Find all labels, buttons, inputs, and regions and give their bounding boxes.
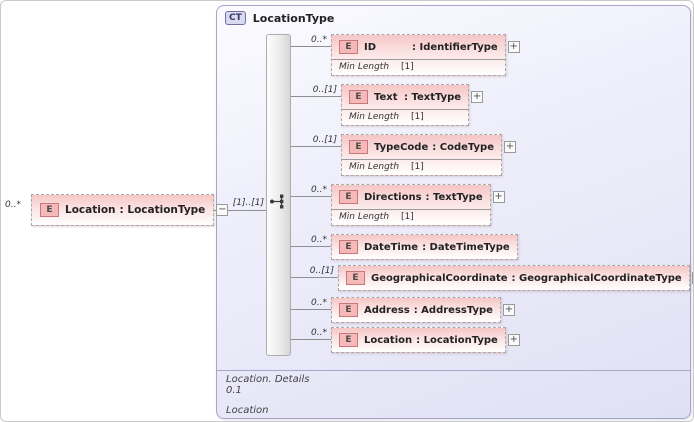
- element-row-datetime: E DateTime : DateTimeType: [331, 234, 518, 260]
- element-type: : TextType: [425, 191, 483, 203]
- element-row-address: E Address : AddressType +: [331, 297, 515, 323]
- element-type: : AddressType: [413, 304, 493, 316]
- element-type: : GeographicalCoordinateType: [511, 272, 682, 284]
- footer-divider: [217, 370, 690, 371]
- expand-icon[interactable]: +: [507, 41, 520, 53]
- element-icon: E: [339, 240, 358, 254]
- connector-line: [291, 277, 340, 278]
- cardinality-label: 0..[1]: [312, 85, 337, 95]
- element-card-id[interactable]: E ID : IdentifierType Min Length [1]: [331, 34, 506, 76]
- cardinality-label: 0..[1]: [312, 135, 337, 145]
- element-row-typecode: E TypeCode : CodeType Min Length [1] +: [341, 134, 516, 176]
- element-name: Address: [364, 304, 410, 316]
- sequence-icon[interactable]: [269, 194, 289, 209]
- facet-name: Min Length: [349, 162, 400, 172]
- element-card-datetime[interactable]: E DateTime : DateTimeType: [331, 234, 518, 260]
- cardinality-label: 0..*: [311, 328, 327, 338]
- connector-line: [291, 309, 333, 310]
- facet-value: [1]: [401, 62, 414, 72]
- element-row-text: E Text : TextType Min Length [1] +: [341, 84, 484, 126]
- facet-row: Min Length [1]: [332, 209, 490, 225]
- element-icon: E: [339, 40, 358, 54]
- footer-annotation-title: Location. Details: [226, 374, 310, 385]
- facet-row: Min Length [1]: [342, 109, 469, 125]
- facet-name: Min Length: [349, 112, 400, 122]
- element-name: GeographicalCoordinate: [371, 272, 508, 284]
- connector-line: [199, 210, 266, 211]
- connector-line: [291, 96, 343, 97]
- connector-line: [291, 196, 333, 197]
- expand-icon[interactable]: +: [691, 272, 693, 284]
- cardinality-label: 0..*: [311, 185, 327, 195]
- sequence-compositor-bar: [266, 34, 291, 356]
- element-icon: E: [346, 271, 365, 285]
- element-card-location-root[interactable]: E Location : LocationType: [31, 194, 215, 226]
- cardinality-label: 0..[1]: [309, 266, 334, 276]
- element-type: : TextType: [404, 91, 462, 103]
- element-icon: E: [339, 333, 358, 347]
- complex-type-title: LocationType: [252, 11, 335, 25]
- element-row-directions: E Directions : TextType Min Length [1] +: [331, 184, 505, 226]
- cardinality-label: 0..*: [311, 235, 327, 245]
- cardinality-label: 0..*: [311, 298, 327, 308]
- connector-line: [291, 146, 343, 147]
- element-icon: E: [40, 203, 59, 217]
- element-card-text[interactable]: E Text : TextType Min Length [1]: [341, 84, 470, 126]
- element-type: : LocationType: [416, 334, 498, 346]
- footer-annotation-version: 0.1: [226, 385, 242, 396]
- element-icon: E: [339, 303, 358, 317]
- element-card-typecode[interactable]: E TypeCode : CodeType Min Length [1]: [341, 134, 502, 176]
- element-card-geographicalcoordinate[interactable]: E GeographicalCoordinate : GeographicalC…: [338, 265, 690, 291]
- facet-name: Min Length: [339, 62, 390, 72]
- element-row-id: E ID : IdentifierType Min Length [1] +: [331, 34, 520, 76]
- element-name: Directions: [364, 191, 422, 203]
- element-icon: E: [349, 140, 368, 154]
- root-element-group: E Location : LocationType −: [31, 194, 229, 226]
- element-type: : DateTimeType: [422, 241, 510, 253]
- element-card-directions[interactable]: E Directions : TextType Min Length [1]: [331, 184, 491, 226]
- root-cardinality: 0..*: [5, 200, 21, 210]
- facet-value: [1]: [401, 212, 414, 222]
- element-name: Location: [364, 334, 413, 346]
- expand-icon[interactable]: +: [503, 141, 516, 153]
- element-card-location[interactable]: E Location : LocationType: [331, 327, 506, 353]
- element-card-address[interactable]: E Address : AddressType: [331, 297, 501, 323]
- complex-type-footer: Location. Details 0.1 Location: [226, 374, 310, 416]
- element-name: TypeCode: [374, 141, 429, 153]
- element-row-geographicalcoordinate: E GeographicalCoordinate : GeographicalC…: [338, 265, 693, 291]
- expand-icon[interactable]: +: [471, 91, 484, 103]
- element-name: DateTime: [364, 241, 419, 253]
- complex-type-header: CT LocationType: [225, 11, 334, 25]
- element-type: : LocationType: [119, 204, 206, 216]
- footer-annotation-name: Location: [226, 405, 269, 416]
- collapse-icon[interactable]: −: [216, 204, 229, 216]
- cardinality-label: 0..*: [311, 35, 327, 45]
- facet-row: Min Length [1]: [332, 59, 505, 75]
- facet-name: Min Length: [339, 212, 390, 222]
- element-name: Text: [374, 91, 398, 103]
- facet-value: [1]: [411, 112, 424, 122]
- expand-icon[interactable]: +: [507, 334, 520, 346]
- element-name: Location: [65, 204, 116, 216]
- connector-line: [291, 246, 333, 247]
- element-row-location: E Location : LocationType +: [331, 327, 520, 353]
- element-icon: E: [339, 190, 358, 204]
- facet-value: [1]: [411, 162, 424, 172]
- facet-row: Min Length [1]: [342, 159, 501, 175]
- connector-line: [291, 339, 333, 340]
- element-name: ID: [364, 41, 377, 53]
- complex-type-icon: CT: [225, 11, 246, 25]
- element-type: : CodeType: [432, 141, 494, 153]
- element-type: : IdentifierType: [412, 41, 498, 53]
- expand-icon[interactable]: +: [502, 304, 515, 316]
- connector-line: [291, 46, 333, 47]
- compositor-cardinality: [1]..[1]: [232, 198, 264, 208]
- element-icon: E: [349, 90, 368, 104]
- expand-icon[interactable]: +: [492, 191, 505, 203]
